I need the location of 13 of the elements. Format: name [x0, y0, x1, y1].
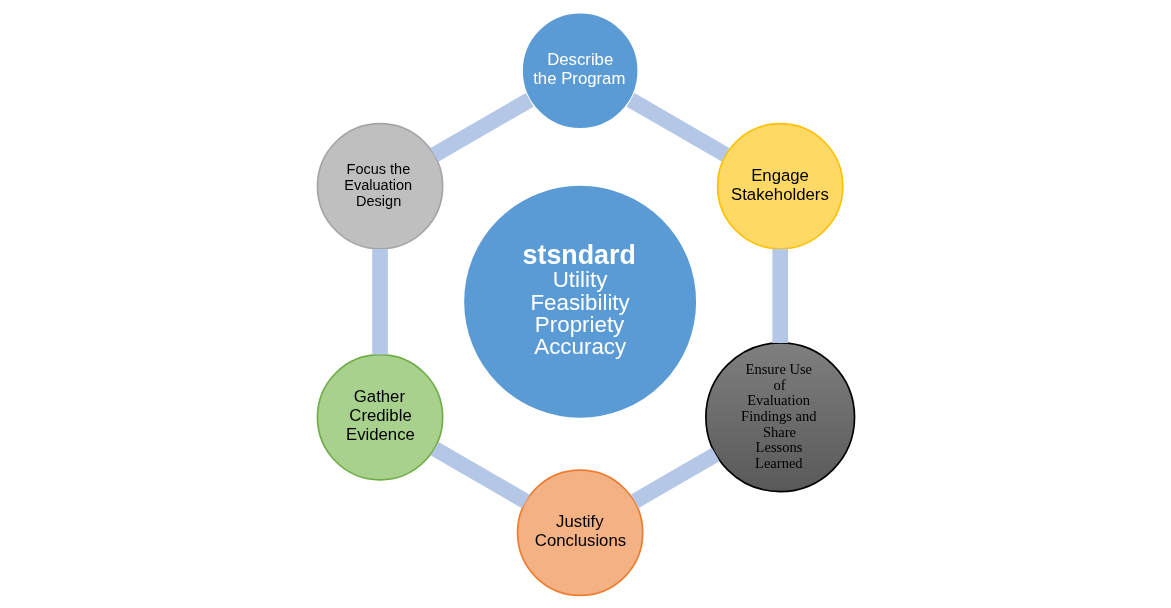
node-circle: stsndard Utility Feasibility Propriety Accuracy: [462, 184, 698, 420]
connector: [771, 248, 788, 343]
connector: [430, 442, 530, 509]
connector: [429, 93, 534, 162]
node-circle: Gather Credible Evidence: [316, 353, 443, 481]
connector: [371, 249, 388, 355]
node-circle: Justify Conclusions: [516, 469, 644, 597]
connector: [626, 93, 729, 162]
node-circle: Focus the Evaluation Design: [316, 122, 443, 250]
node-circle: Describe the Program: [520, 11, 639, 130]
node-circle: Ensure Use of Evaluation Findings and Share Lessons Learned: [704, 342, 855, 493]
connector: [630, 447, 720, 508]
node-circle: Engage Stakeholders: [716, 122, 844, 250]
